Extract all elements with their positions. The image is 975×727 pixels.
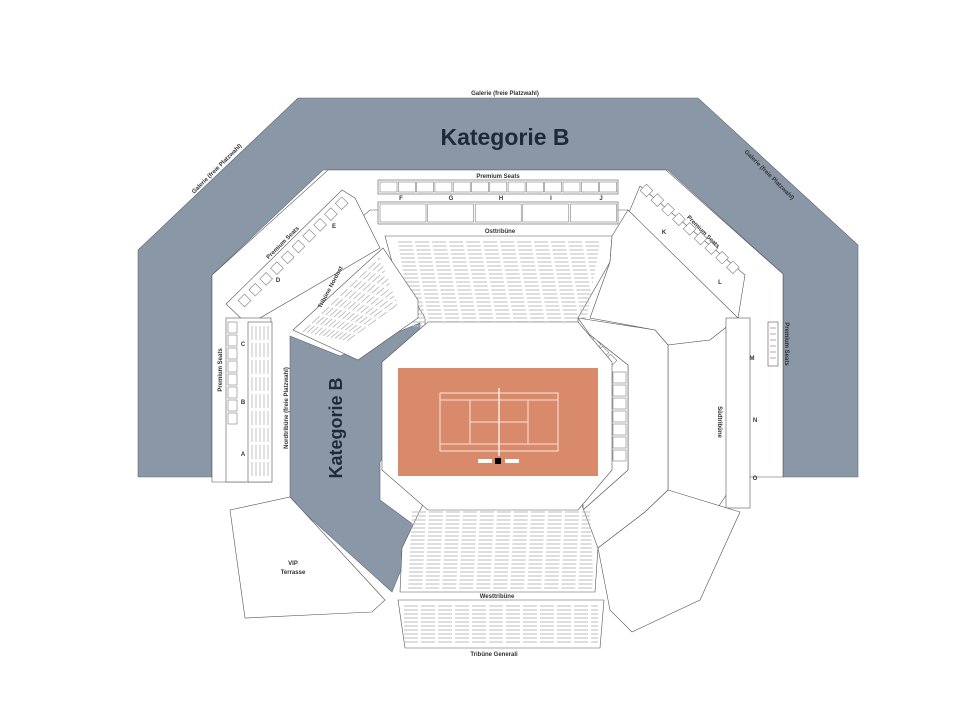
vip-terrasse-section[interactable] [229, 496, 386, 619]
label-premium-left: Premium Seats [218, 348, 224, 392]
block-g[interactable]: G [449, 196, 454, 202]
label-premium-right: Premium Seats [783, 322, 789, 366]
block-e[interactable]: E [332, 224, 336, 230]
tribuene-generali-section[interactable] [397, 599, 605, 649]
label-westtribuene: Westtribüne [480, 594, 515, 600]
tribuene-nordost-section[interactable] [292, 247, 419, 361]
tennis-court [398, 368, 598, 476]
block-m[interactable]: M [750, 356, 755, 362]
gallery-category-b[interactable] [137, 97, 859, 478]
label-osttribuene: Osttribüne [485, 229, 516, 235]
label-suedtribuene: Südtribüne [716, 406, 722, 438]
block-j[interactable]: J [599, 196, 602, 202]
block-b[interactable]: B [241, 400, 246, 406]
label-category-b-left: Kategorie B [326, 377, 346, 478]
osttribuene-section[interactable] [384, 235, 613, 336]
block-c[interactable]: C [241, 342, 246, 348]
premium-seats-top[interactable] [377, 179, 619, 195]
label-terrasse: Terrasse [281, 570, 306, 576]
label-nordtribuene: Nordtribüne (freie Platzwahl) [284, 367, 290, 449]
block-k[interactable]: K [662, 230, 667, 236]
south-east-section[interactable] [597, 489, 741, 633]
upper-blocks-f-j[interactable] [377, 201, 619, 225]
block-l[interactable]: L [718, 280, 722, 286]
westtribuene-section[interactable] [399, 499, 599, 593]
block-f[interactable]: F [399, 196, 403, 202]
label-gallery-top: Galerie (freie Platzwahl) [471, 91, 539, 97]
label-premium-top: Premium Seats [476, 174, 520, 180]
block-a[interactable]: A [241, 452, 246, 458]
block-n[interactable]: N [753, 418, 757, 424]
right-blocks-m-o[interactable] [725, 317, 751, 509]
label-category-b-top: Kategorie B [440, 124, 569, 150]
label-tribuene-generali: Tribüne Generali [470, 652, 518, 658]
block-o[interactable]: O [753, 476, 758, 482]
label-vip: VIP [288, 561, 298, 567]
block-h[interactable]: H [499, 196, 503, 202]
umpire-chair-icon [495, 458, 501, 464]
block-i[interactable]: I [550, 196, 552, 202]
premium-seats-right-box[interactable] [767, 321, 779, 367]
block-d[interactable]: D [276, 278, 281, 284]
